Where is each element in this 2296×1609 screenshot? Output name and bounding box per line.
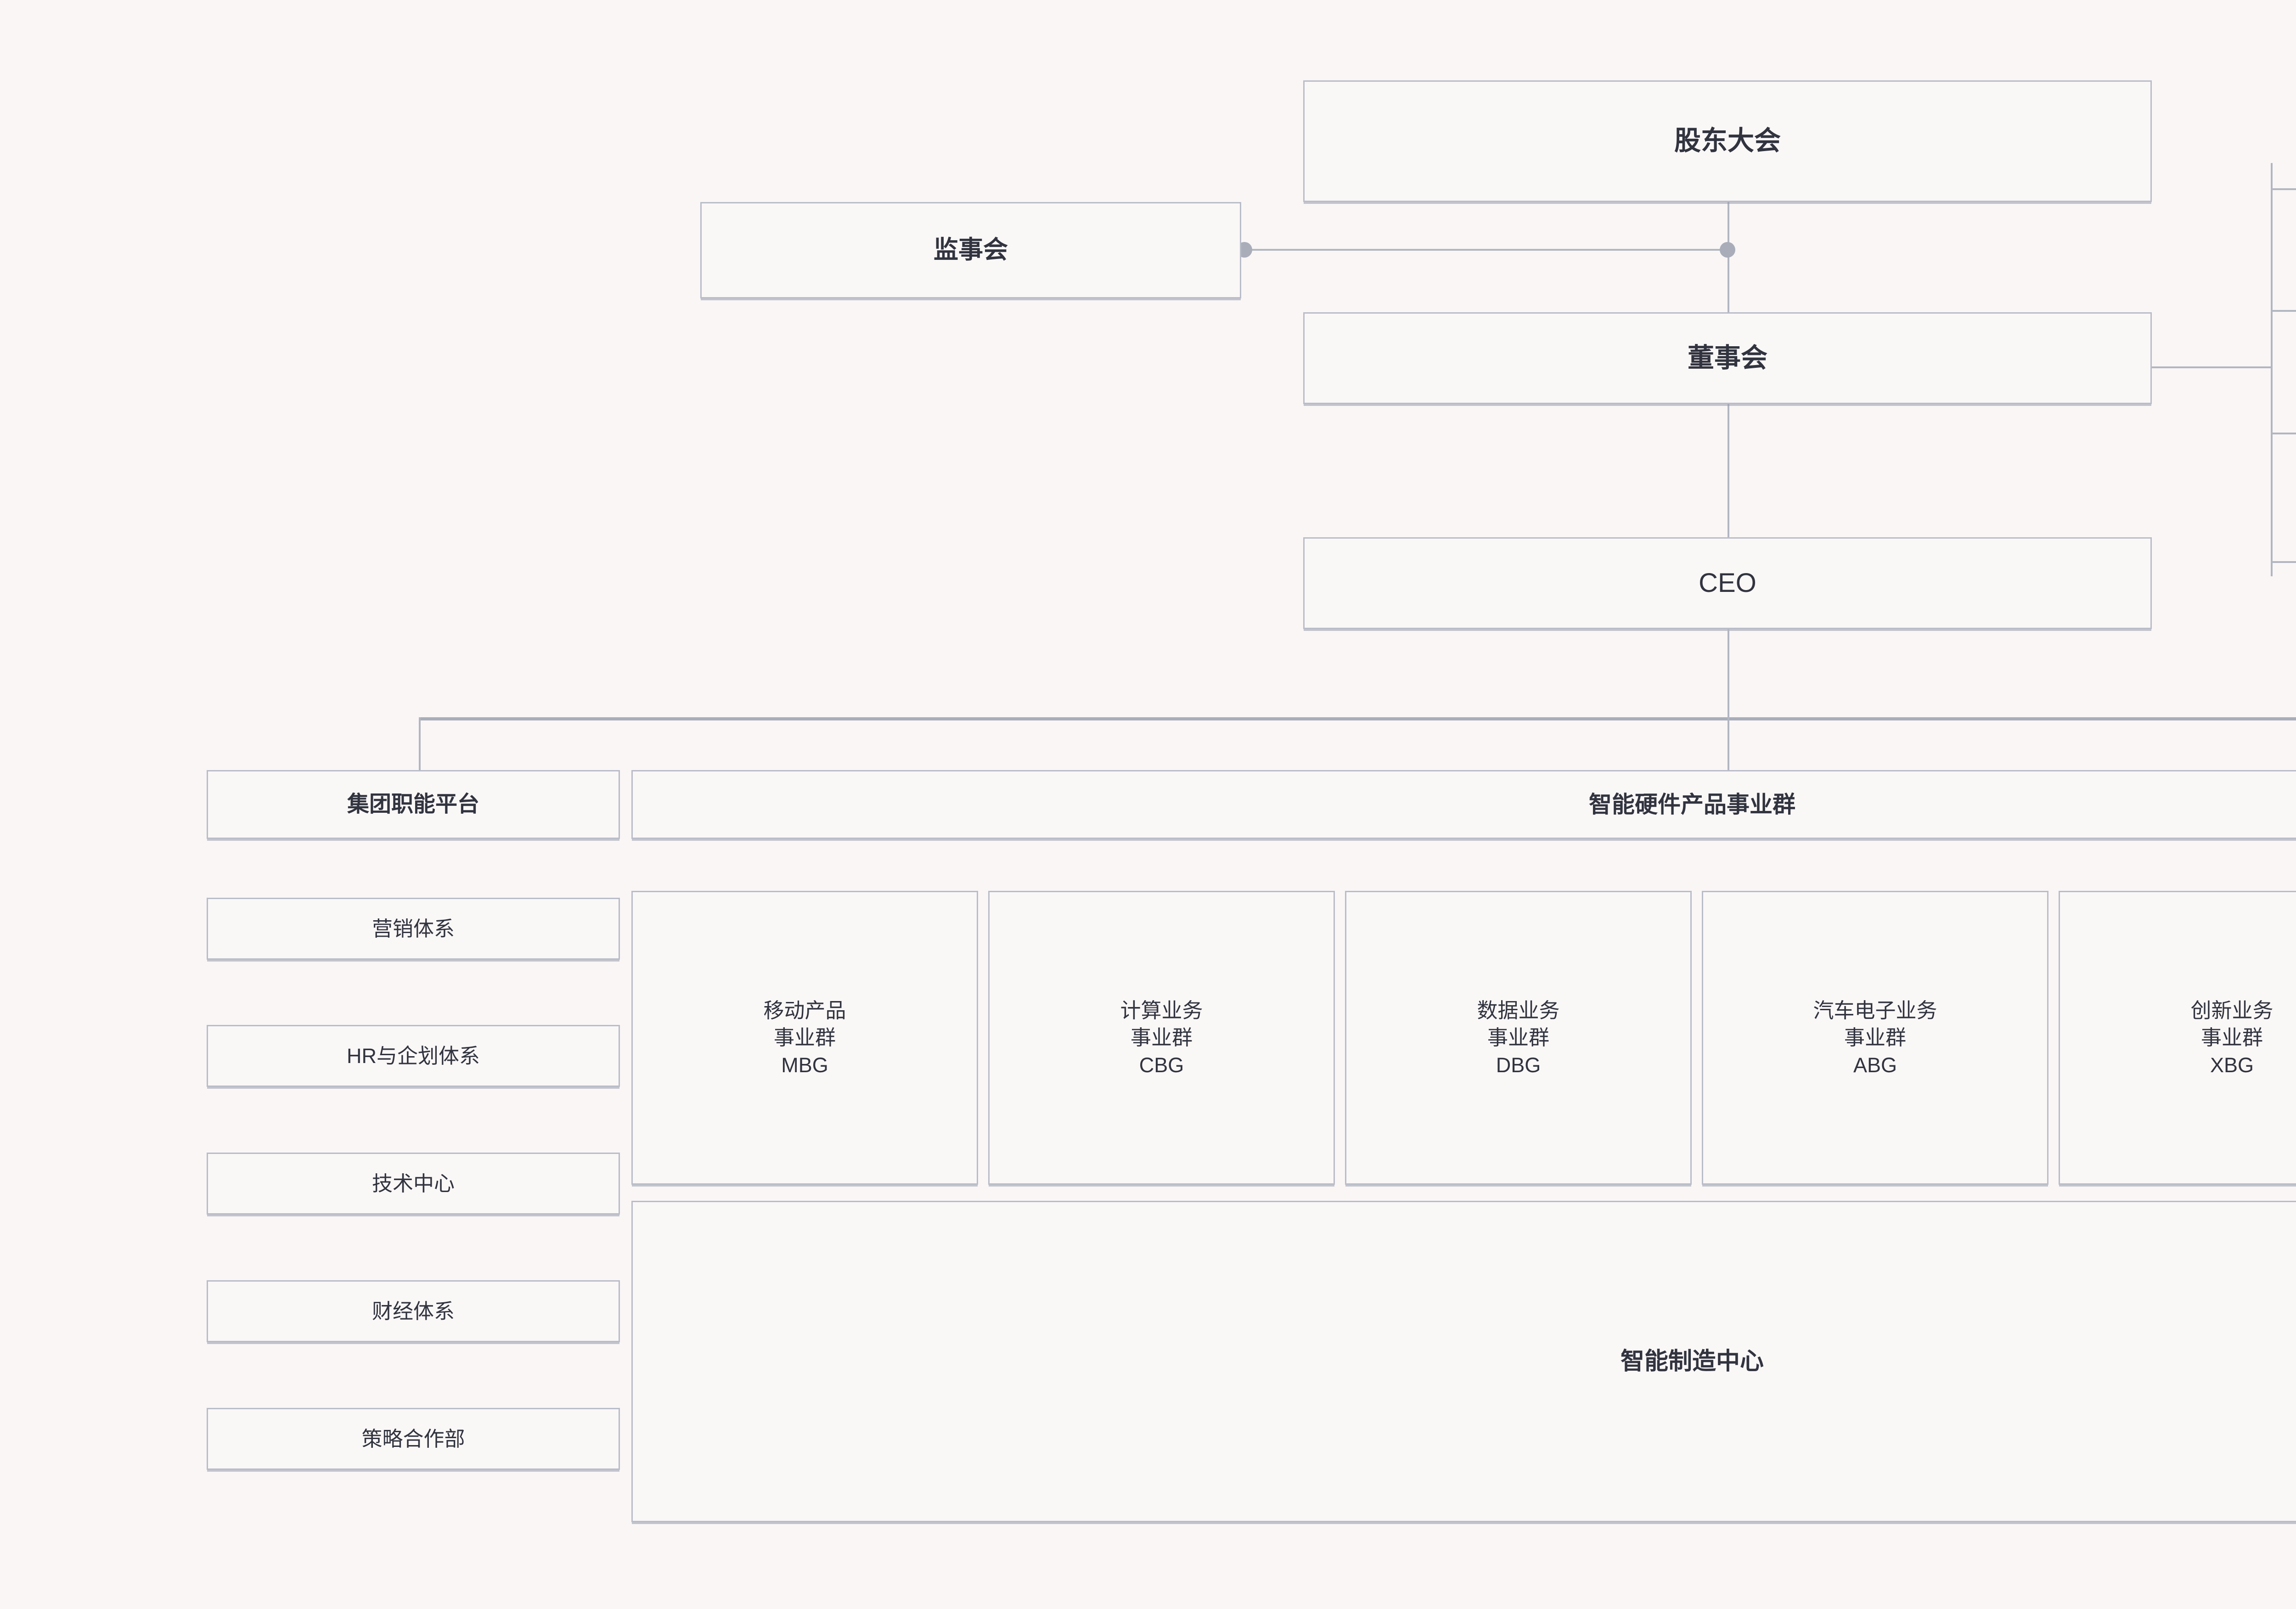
node-label: 智能硬件产品事业群 <box>1589 792 1795 817</box>
node-label: 营销体系 <box>371 917 455 940</box>
node-label: 策略合作部 <box>361 1427 465 1451</box>
bg-line2: 事业群 <box>1130 1026 1193 1050</box>
node-business-group-abg[interactable]: 汽车电子业务 事业群 ABG <box>1702 891 2048 1185</box>
node-label: 技术中心 <box>371 1171 455 1195</box>
bg-line1: 汽车电子业务 <box>1813 998 1937 1022</box>
bg-line3: XBG <box>2210 1053 2254 1077</box>
bg-line3: CBG <box>1139 1053 1184 1077</box>
node-function-hr-planning[interactable]: HR与企划体系 <box>207 1025 620 1087</box>
node-board-of-directors[interactable]: 董事会 <box>1303 312 2152 404</box>
bg-line2: 事业群 <box>1487 1026 1549 1050</box>
node-label: 集团职能平台 <box>347 792 479 817</box>
bg-line3: DBG <box>1496 1053 1541 1077</box>
bg-line1: 数据业务 <box>1477 998 1560 1022</box>
node-label-block: 数据业务 事业群 DBG <box>1477 997 1559 1079</box>
node-label-block: 汽车电子业务 事业群 ABG <box>1813 997 1937 1079</box>
node-ceo[interactable]: CEO <box>1303 537 2152 629</box>
connector-dot-board-spine <box>1720 242 1735 258</box>
bg-line3: ABG <box>1853 1053 1897 1077</box>
connector-board-to-committee-bus <box>2140 366 2272 368</box>
committee-branch-4 <box>2271 561 2296 563</box>
node-label: 股东大会 <box>1674 126 1781 156</box>
node-function-tech-center[interactable]: 技术中心 <box>207 1153 620 1215</box>
bg-line1: 计算业务 <box>1120 998 1203 1022</box>
node-label: 智能制造中心 <box>1620 1348 1764 1375</box>
node-shareholders-meeting[interactable]: 股东大会 <box>1303 80 2152 202</box>
node-label-block: 计算业务 事业群 CBG <box>1120 997 1203 1079</box>
node-smart-hardware-group-header[interactable]: 智能硬件产品事业群 <box>631 770 2296 839</box>
node-label-block: 创新业务 事业群 XBG <box>2190 997 2273 1079</box>
node-label: HR与企划体系 <box>347 1044 480 1068</box>
node-label: 董事会 <box>1687 343 1767 373</box>
bg-line2: 事业群 <box>2200 1026 2263 1050</box>
committee-bus-line <box>2271 163 2273 576</box>
node-label: 财经体系 <box>371 1299 455 1323</box>
pillar-drop-left <box>419 717 421 770</box>
committee-branch-2 <box>2271 310 2296 312</box>
node-function-finance[interactable]: 财经体系 <box>207 1280 620 1342</box>
node-board-of-supervisors[interactable]: 监事会 <box>700 202 1241 298</box>
node-business-group-cbg[interactable]: 计算业务 事业群 CBG <box>988 891 1335 1185</box>
connector-board-to-ceo <box>1728 404 1729 537</box>
committee-branch-1 <box>2271 188 2296 190</box>
bg-line3: MBG <box>781 1053 828 1077</box>
node-business-group-mbg[interactable]: 移动产品 事业群 MBG <box>631 891 978 1185</box>
node-function-marketing[interactable]: 营销体系 <box>207 898 620 960</box>
committee-branch-3 <box>2271 433 2296 434</box>
bg-line2: 事业群 <box>1844 1026 1906 1050</box>
node-label: CEO <box>1699 568 1756 598</box>
pillar-drop-middle <box>1728 717 1729 770</box>
bg-line2: 事业群 <box>773 1026 836 1050</box>
node-business-group-dbg[interactable]: 数据业务 事业群 DBG <box>1345 891 1692 1185</box>
node-business-group-xbg[interactable]: 创新业务 事业群 XBG <box>2059 891 2296 1185</box>
node-function-strategic-cooperation[interactable]: 策略合作部 <box>207 1408 620 1470</box>
node-label: 监事会 <box>934 236 1008 264</box>
node-label-block: 移动产品 事业群 MBG <box>763 997 846 1079</box>
node-smart-manufacturing-center[interactable]: 智能制造中心 <box>631 1201 2296 1522</box>
connector-supervisors-to-spine <box>1244 249 1730 251</box>
bg-line1: 创新业务 <box>2190 998 2273 1022</box>
pillar-bus-horizontal <box>419 717 2296 720</box>
node-group-function-platform-header[interactable]: 集团职能平台 <box>207 770 620 839</box>
connector-ceo-down <box>1728 629 1729 719</box>
bg-line1: 移动产品 <box>763 998 846 1022</box>
